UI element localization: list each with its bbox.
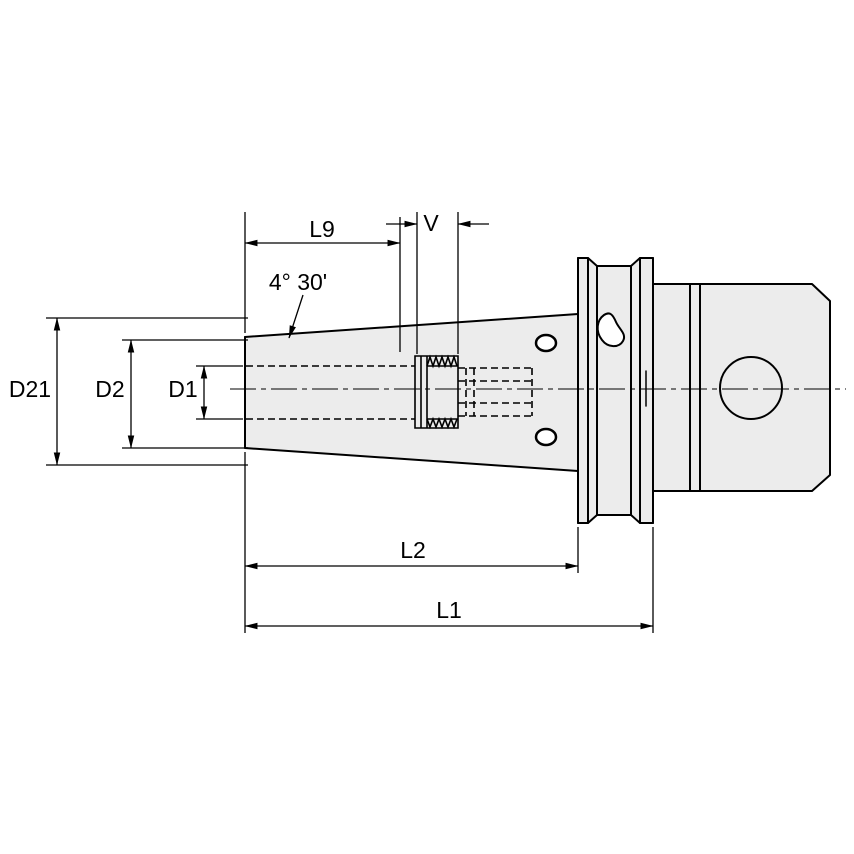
label-d21: D21: [9, 376, 51, 402]
extension-lines: [46, 212, 654, 633]
taper-top-edge: [244, 313, 579, 338]
part-outline: [244, 257, 831, 524]
label-d2: D2: [95, 376, 124, 402]
label-v: V: [423, 210, 439, 236]
balance-hole-top: [534, 333, 558, 353]
label-angle: 4° 30': [269, 269, 327, 295]
body-outline: [652, 283, 831, 492]
thread-zigzag-bottom: [426, 416, 458, 430]
balance-hole-bottom: [534, 427, 558, 447]
tool-holder-silhouette: [245, 258, 830, 523]
thread-block-outline: [414, 355, 459, 429]
hidden-lines: [246, 365, 533, 420]
label-d1: D1: [168, 376, 197, 402]
label-l1: L1: [436, 597, 462, 623]
leader-angle: [288, 294, 304, 339]
drive-notch: [596, 312, 626, 348]
side-hole: [719, 356, 783, 420]
flange-bottom-profile: [577, 514, 654, 524]
thread-detail: [414, 354, 459, 430]
label-l2: L2: [400, 537, 426, 563]
thread-zigzag-top: [426, 354, 458, 369]
flange-top-profile: [577, 257, 654, 267]
dimension-labels: L9 V 4° 30' D21 D2 D1 L2 L1: [9, 210, 462, 623]
label-l9: L9: [309, 216, 335, 242]
taper-bottom-edge: [244, 447, 579, 472]
dimension-lines: [53, 220, 654, 630]
